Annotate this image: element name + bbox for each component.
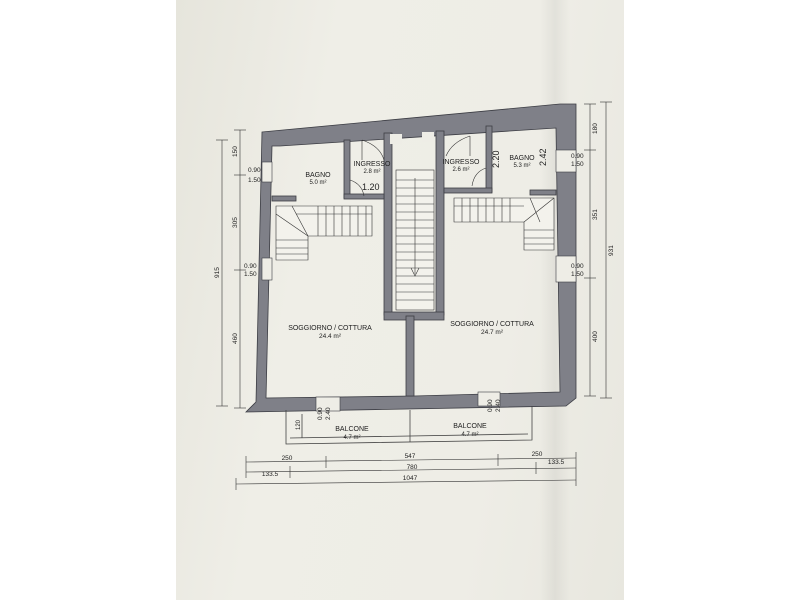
dim-ingresso-right-height: 2.20 (491, 150, 501, 168)
left-dimensions (216, 129, 246, 409)
window-left-mid (261, 257, 273, 281)
room-ingresso-right-area: 2.6 m² (452, 167, 469, 173)
partition-ingresso-left-bottom (343, 193, 385, 200)
room-bagno-left-area: 5.0 m² (309, 180, 326, 186)
door-swing-bagno-left (349, 179, 365, 197)
left-dim-labels: 150 305 460 915 (214, 146, 239, 344)
bottom-dimensions (235, 452, 577, 490)
door-swing-bagno-right (471, 167, 487, 187)
left-dim-bottom: 460 (232, 333, 239, 344)
stair-left (275, 205, 373, 261)
openings (261, 132, 577, 412)
door-swings (349, 135, 487, 197)
right-dim-labels: 180 351 400 931 (592, 123, 615, 342)
room-balcone-right-area: 4.7 m² (461, 432, 478, 438)
right-dim-total: 931 (608, 245, 615, 256)
opening-labels: 0.90 1.50 0.90 1.50 0.90 1.50 0.90 1.50 … (244, 153, 584, 420)
door-bottom-left-w: 0.90 (317, 407, 324, 420)
right-dim-mid: 351 (592, 209, 599, 220)
partition-ingresso-right-bottom (443, 187, 493, 194)
balconies (285, 406, 533, 445)
bottom-dim-left-offset: 250 (282, 455, 293, 462)
win-right-mid-h: 1.50 (571, 271, 584, 278)
room-bagno-right-area: 5.3 m² (513, 163, 530, 169)
room-labels: BAGNO 5.0 m² INGRESSO 2.8 m² INGRESSO 2.… (288, 155, 535, 441)
dim-bagno-right-height: 2.42 (538, 148, 548, 166)
win-left-mid-h: 1.50 (244, 271, 257, 278)
central-stair (395, 169, 435, 311)
right-dimensions (584, 101, 612, 399)
door-bottom-left-h: 2.40 (325, 407, 332, 420)
room-bagno-right-name: BAGNO (509, 155, 535, 162)
left-dim-total: 915 (214, 267, 221, 278)
bottom-dim-left-short: 133.5 (262, 471, 279, 478)
stair-treads (396, 179, 434, 301)
bottom-dim-total: 1047 (403, 475, 418, 482)
room-soggiorno-left-area: 24.4 m² (319, 333, 342, 340)
bottom-dim-right-short: 133.5 (548, 459, 565, 466)
central-partition (405, 315, 415, 397)
partition-bagno-left (343, 139, 351, 199)
room-ingresso-right-name: INGRESSO (443, 159, 481, 166)
bagno-left-bottom (271, 195, 297, 202)
stair-right-treads (454, 197, 555, 245)
door-entry-right (422, 132, 434, 142)
room-balcone-left-name: BALCONE (335, 426, 369, 433)
room-bagno-left-name: BAGNO (305, 172, 331, 179)
stair-left-treads (275, 205, 372, 255)
bottom-dim-inner: 780 (407, 464, 418, 471)
bottom-dim-labels: 250 547 250 133.5 780 133.5 1047 (262, 451, 565, 482)
window-left-top (261, 161, 273, 183)
bottom-dim-right-offset: 250 (532, 451, 543, 458)
right-dim-top: 180 (592, 123, 599, 134)
room-ingresso-left-name: INGRESSO (354, 161, 392, 168)
room-balcone-left-area: 4.7 m² (343, 435, 360, 441)
door-bottom-left (315, 396, 341, 412)
win-left-mid-w: 0.90 (244, 263, 257, 270)
win-right-top-h: 1.50 (571, 161, 584, 168)
win-left-top-h: 1.50 (248, 177, 261, 184)
dim-balcone-depth: 120 (296, 419, 302, 430)
door-bottom-right-w: 0.90 (487, 399, 494, 412)
door-bottom-right (477, 391, 501, 407)
room-soggiorno-right-area: 24.7 m² (481, 329, 504, 336)
win-left-top-w: 0.90 (248, 167, 261, 174)
right-dim-bottom: 400 (592, 331, 599, 342)
door-swing-ingresso-right (445, 135, 471, 157)
window-right-top (555, 149, 577, 173)
interior-dim-labels: 1.20 2.20 2.42 120 (296, 148, 548, 430)
door-entry-left (390, 134, 402, 144)
dim-ingresso-width: 1.20 (362, 182, 380, 192)
bagno-right-bottom (529, 189, 557, 196)
room-ingresso-left-area: 2.8 m² (363, 169, 380, 175)
bottom-dim-middle: 547 (405, 453, 416, 460)
left-dim-mid: 305 (232, 217, 239, 228)
door-swing-ingresso-left (361, 139, 385, 161)
door-bottom-right-h: 2.40 (495, 399, 502, 412)
window-right-mid (555, 255, 577, 283)
win-right-top-w: 0.90 (571, 153, 584, 160)
stair-right (453, 197, 555, 251)
room-soggiorno-left-name: SOGGIORNO / COTTURA (288, 325, 372, 332)
walls (245, 103, 577, 413)
win-right-mid-w: 0.90 (571, 263, 584, 270)
room-balcone-right-name: BALCONE (453, 423, 487, 430)
balcone-outline (285, 406, 533, 445)
room-soggiorno-right-name: SOGGIORNO / COTTURA (450, 321, 534, 328)
balcone-inner-line (289, 433, 529, 439)
left-dim-top: 150 (232, 146, 239, 157)
